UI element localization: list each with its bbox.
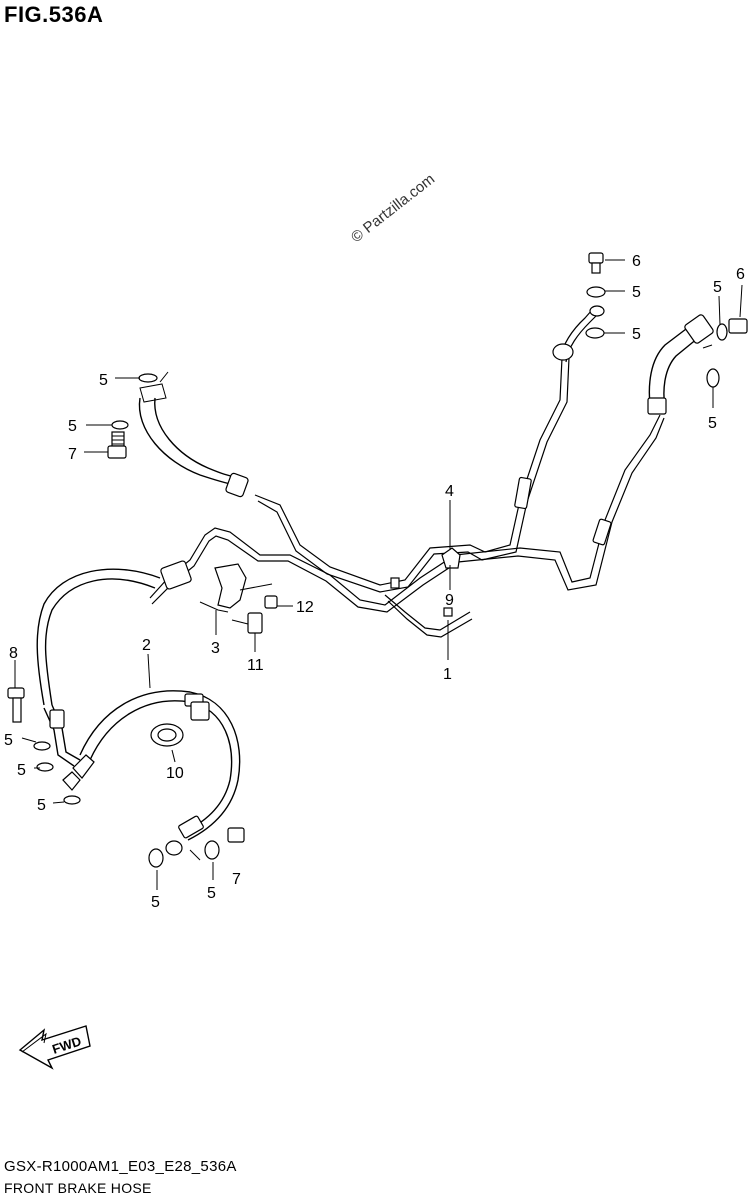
callout-5-k: 5 (207, 885, 216, 902)
hardware (7, 252, 748, 868)
callout-4: 4 (445, 483, 454, 500)
upper-right-hose (647, 314, 714, 415)
callout-5-f: 5 (708, 415, 717, 432)
callout-5-j: 5 (151, 894, 160, 911)
callout-6-a: 6 (632, 253, 641, 270)
bracket-3 (199, 563, 273, 613)
callout-1: 1 (443, 666, 452, 683)
footer-code: GSX-R1000AM1_E03_E28_536A (4, 1158, 237, 1175)
callout-5-h: 5 (17, 762, 26, 779)
footer-name: FRONT BRAKE HOSE (4, 1180, 152, 1196)
callout-10: 10 (166, 765, 184, 782)
callout-5-c: 5 (632, 284, 641, 301)
callout-5-b: 5 (68, 418, 77, 435)
callout-5-a: 5 (99, 372, 108, 389)
callout-5-i: 5 (37, 797, 46, 814)
callout-2: 2 (142, 637, 151, 654)
callout-11: 11 (247, 657, 264, 674)
callout-8: 8 (9, 645, 18, 662)
callout-6-b: 6 (736, 266, 745, 283)
watermark: © Partzilla.com (348, 171, 438, 247)
callout-5-d: 5 (632, 326, 641, 343)
fwd-arrow: FWD (18, 1025, 91, 1070)
upper-center-fitting (552, 305, 605, 363)
pipe-joints (390, 476, 612, 617)
callout-12: 12 (296, 599, 314, 616)
callout-7-b: 7 (232, 871, 241, 888)
callouts: 5 5 7 6 5 5 5 6 5 4 9 1 3 11 12 2 8 5 5 … (4, 253, 745, 911)
figure-title: FIG.536A (4, 2, 104, 27)
callout-5-g: 5 (4, 732, 13, 749)
callout-5-e: 5 (713, 279, 722, 296)
upper-left-hose (138, 371, 249, 498)
callout-7-a: 7 (68, 446, 77, 463)
callout-3: 3 (211, 640, 220, 657)
left-hose (36, 560, 192, 767)
front-brake-hose-2 (62, 690, 241, 856)
leader-lines (14, 259, 743, 890)
callout-9: 9 (445, 592, 454, 609)
